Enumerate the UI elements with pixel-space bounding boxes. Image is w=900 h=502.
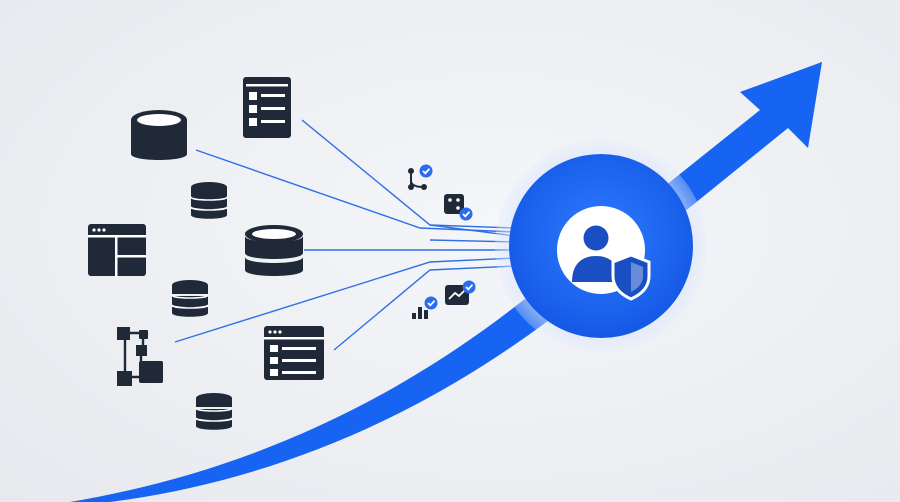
connector-line [301, 119, 516, 229]
database-stack-icon [195, 393, 233, 430]
database-cylinder-icon [245, 225, 303, 276]
user-shield-icon [557, 206, 651, 301]
database-stack-icon [190, 182, 228, 219]
bar-chart-check-icon [412, 296, 438, 319]
app-window-list-icon [264, 326, 324, 380]
branch-check-icon [408, 164, 433, 190]
dice-check-icon [444, 194, 473, 221]
trend-chart-check-icon [445, 280, 476, 305]
database-cylinder-icon [131, 110, 187, 160]
workflow-nodes-icon [117, 327, 163, 386]
app-window-list-icon [243, 77, 291, 138]
connector-line [333, 265, 516, 351]
check-badge-icon [424, 296, 438, 310]
app-layout-window-icon [88, 224, 146, 276]
check-badge-icon [462, 280, 476, 294]
check-badge-icon [459, 207, 473, 221]
check-badge-icon [419, 164, 433, 178]
connector-line [174, 257, 516, 343]
connector-lines [174, 119, 516, 351]
database-stack-icon [171, 280, 209, 317]
connector-line [195, 149, 516, 233]
hub-node [495, 140, 707, 352]
